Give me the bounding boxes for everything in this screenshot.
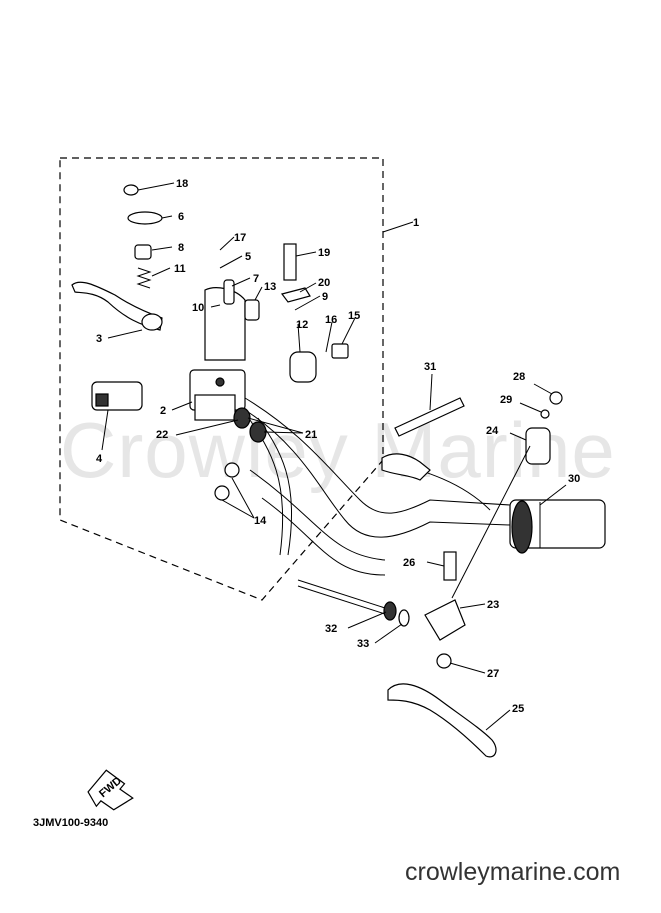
washer-29 xyxy=(540,409,550,419)
adjuster-32 xyxy=(383,601,397,621)
callout-29: 29 xyxy=(500,394,512,406)
bolt-19 xyxy=(283,243,297,281)
master-cylinder xyxy=(189,287,246,421)
nut-33 xyxy=(398,609,410,627)
callout-12: 12 xyxy=(296,319,308,331)
callout-1: 1 xyxy=(413,217,419,229)
callout-28: 28 xyxy=(513,371,525,383)
callout-14: 14 xyxy=(254,515,267,527)
callout-2: 2 xyxy=(160,405,166,417)
holder-24 xyxy=(525,427,551,465)
nut-27 xyxy=(436,653,452,669)
lever-left xyxy=(71,281,163,331)
cap-8 xyxy=(134,244,152,260)
watermark: Crowley Marine xyxy=(60,406,616,494)
handlebar xyxy=(239,394,511,576)
grommet-21a xyxy=(233,407,251,429)
screw-18 xyxy=(123,184,139,196)
callout-32: 32 xyxy=(325,623,337,635)
site-footer[interactable]: crowleymarine.com xyxy=(405,858,621,886)
callout-17: 17 xyxy=(234,232,246,244)
lever-pivot xyxy=(141,313,163,331)
callout-10: 10 xyxy=(192,302,204,314)
callout-18: 18 xyxy=(176,178,188,190)
grommet-21b xyxy=(249,421,267,443)
callout-21: 21 xyxy=(305,429,317,441)
plate-6 xyxy=(127,211,163,225)
nut-14b xyxy=(214,485,230,501)
spring-11 xyxy=(136,267,152,289)
bolt-15 xyxy=(331,343,349,359)
callout-8: 8 xyxy=(178,242,184,254)
pin-7 xyxy=(223,279,235,305)
callout-33: 33 xyxy=(357,638,369,650)
callout-3: 3 xyxy=(96,333,102,345)
plate-20 xyxy=(280,287,311,303)
callout-31: 31 xyxy=(424,361,436,373)
callout-23: 23 xyxy=(487,599,499,611)
clamp-12 xyxy=(289,351,317,383)
brake-cable xyxy=(297,579,386,609)
throttle-grip xyxy=(509,499,606,554)
connector xyxy=(381,453,431,481)
callout-27: 27 xyxy=(487,668,499,680)
callout-9: 9 xyxy=(322,291,328,303)
callout-5: 5 xyxy=(245,251,251,263)
bolt-26 xyxy=(443,551,457,581)
callout-20: 20 xyxy=(318,277,330,289)
bolt-13 xyxy=(244,299,260,321)
callout-6: 6 xyxy=(178,211,184,223)
callout-16: 16 xyxy=(325,314,337,326)
callout-4: 4 xyxy=(96,453,103,465)
leader-lines xyxy=(101,182,567,731)
callout-25: 25 xyxy=(512,703,524,715)
callout-13: 13 xyxy=(264,281,276,293)
callout-15: 15 xyxy=(348,310,360,322)
fwd-arrow-icon: FWD xyxy=(87,769,134,811)
brake-cable-2 xyxy=(297,585,386,615)
callout-19: 19 xyxy=(318,247,330,259)
cable-tie-31 xyxy=(394,397,465,437)
assembly-boundary xyxy=(59,157,384,601)
nut-14a xyxy=(224,462,240,478)
callout-7: 7 xyxy=(253,273,259,285)
bracket-23 xyxy=(424,599,466,641)
callout-30: 30 xyxy=(568,473,580,485)
screw-28 xyxy=(549,391,563,405)
diagram-code: 3JMV100-9340 xyxy=(33,817,109,829)
switch-housing xyxy=(91,381,143,411)
callout-22: 22 xyxy=(156,429,168,441)
callout-11: 11 xyxy=(174,263,186,275)
callout-labels: 1 2 3 4 5 6 7 8 9 10 11 12 13 14 15 16 1… xyxy=(96,178,580,715)
lever-right xyxy=(387,683,497,758)
callout-26: 26 xyxy=(403,557,415,569)
callout-24: 24 xyxy=(486,425,499,437)
